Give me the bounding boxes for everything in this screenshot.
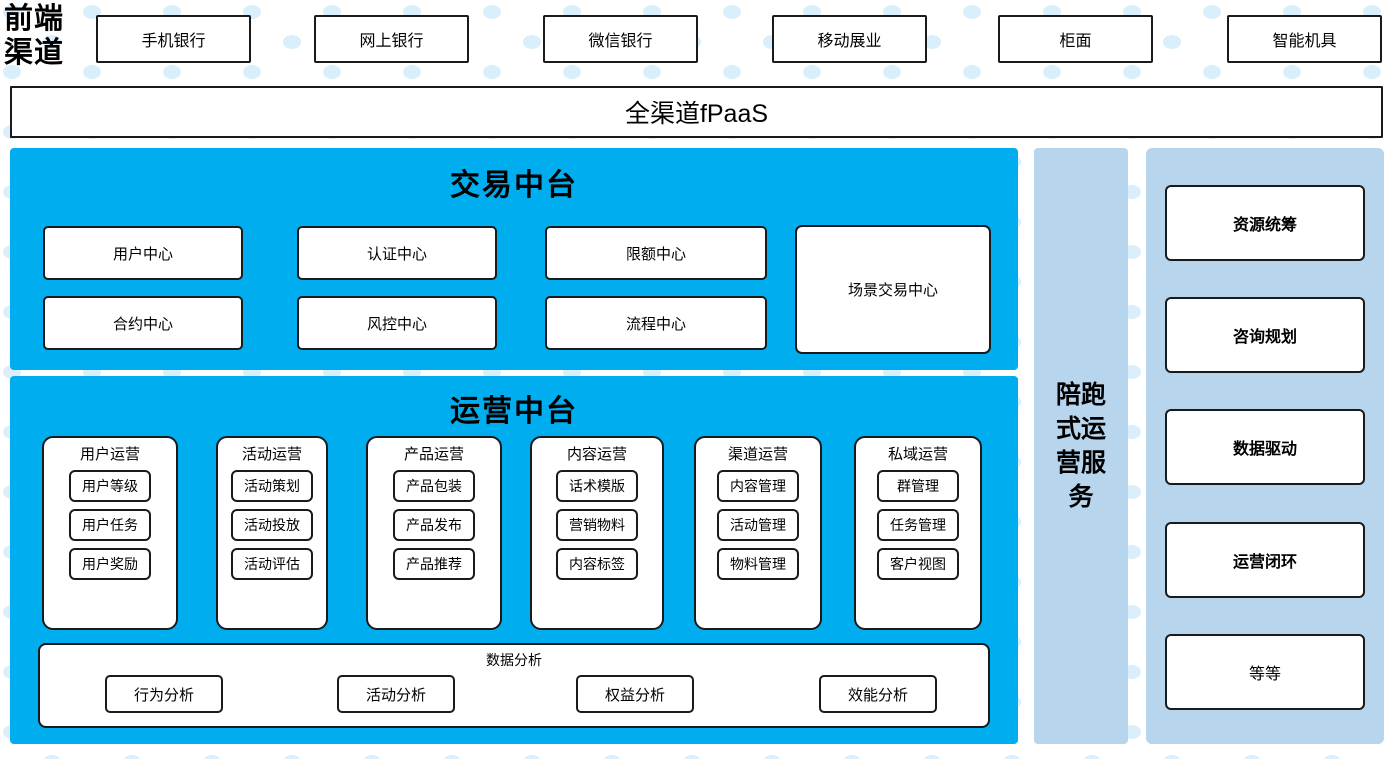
capability-card-etc[interactable]: 等等 <box>1165 634 1365 710</box>
channel-box-wechat-bank[interactable]: 微信银行 <box>543 15 698 63</box>
ops-item-task-management[interactable]: 任务管理 <box>877 509 959 541</box>
accompanying-operations-service-column[interactable]: 陪跑式运营服务 <box>1034 148 1128 744</box>
data-analysis-title: 数据分析 <box>486 652 542 668</box>
front-end-channel-label-line1: 前端 <box>4 3 65 35</box>
ops-item-activity-management[interactable]: 活动管理 <box>717 509 799 541</box>
ops-item-user-reward[interactable]: 用户奖励 <box>69 548 151 580</box>
ops-item-material-management[interactable]: 物料管理 <box>717 548 799 580</box>
ops-item-product-release[interactable]: 产品发布 <box>393 509 475 541</box>
capability-card-resource-coordination[interactable]: 资源统筹 <box>1165 185 1365 261</box>
ops-item-group-management[interactable]: 群管理 <box>877 470 959 502</box>
ops-item-product-recommend[interactable]: 产品推荐 <box>393 548 475 580</box>
ops-item-product-packaging[interactable]: 产品包装 <box>393 470 475 502</box>
trade-box-scene-transaction-center[interactable]: 场景交易中心 <box>795 225 991 354</box>
channel-box-counter[interactable]: 柜面 <box>998 15 1153 63</box>
capability-card-consulting-planning[interactable]: 咨询规划 <box>1165 297 1365 373</box>
ops-item-activity-evaluate[interactable]: 活动评估 <box>231 548 313 580</box>
channel-box-online-bank[interactable]: 网上银行 <box>314 15 469 63</box>
front-end-channel-label-line2: 渠道 <box>4 37 65 69</box>
ops-column-channel-operations[interactable]: 渠道运营 内容管理 活动管理 物料管理 <box>694 436 822 630</box>
front-end-channel-row: 前端 渠道 手机银行 网上银行 微信银行 移动展业 柜面 智能机具 <box>0 0 1393 78</box>
ops-item-content-management[interactable]: 内容管理 <box>717 470 799 502</box>
ops-item-customer-view[interactable]: 客户视图 <box>877 548 959 580</box>
ops-item-activity-planning[interactable]: 活动策划 <box>231 470 313 502</box>
channel-box-smart-machine[interactable]: 智能机具 <box>1227 15 1382 63</box>
ops-item-marketing-material[interactable]: 营销物料 <box>556 509 638 541</box>
ops-item-activity-delivery[interactable]: 活动投放 <box>231 509 313 541</box>
trade-box-risk-center[interactable]: 风控中心 <box>297 296 497 350</box>
trade-box-contract-center[interactable]: 合约中心 <box>43 296 243 350</box>
channel-box-mobile-bank[interactable]: 手机银行 <box>96 15 251 63</box>
capability-column: 资源统筹 咨询规划 数据驱动 运营闭环 等等 <box>1146 148 1384 744</box>
accompanying-operations-service-label: 陪跑式运营服务 <box>1055 381 1106 511</box>
ops-column-activity-operations[interactable]: 活动运营 活动策划 活动投放 活动评估 <box>216 436 328 630</box>
front-end-channel-label: 前端 渠道 <box>4 2 88 70</box>
ops-column-title: 活动运营 <box>241 446 302 463</box>
omnichannel-fpaas-bar[interactable]: 全渠道fPaaS <box>10 86 1383 138</box>
channel-box-mobile-biz[interactable]: 移动展业 <box>772 15 927 63</box>
trade-box-process-center[interactable]: 流程中心 <box>545 296 767 350</box>
ops-column-title: 用户运营 <box>79 446 140 463</box>
ops-column-private-domain-operations[interactable]: 私域运营 群管理 任务管理 客户视图 <box>854 436 982 630</box>
capability-card-operations-closed-loop[interactable]: 运营闭环 <box>1165 522 1365 598</box>
ops-item-script-template[interactable]: 话术模版 <box>556 470 638 502</box>
data-analysis-item-rights[interactable]: 权益分析 <box>576 675 694 713</box>
ops-item-user-level[interactable]: 用户等级 <box>69 470 151 502</box>
trade-middle-platform-title: 交易中台 <box>450 169 578 202</box>
trade-box-auth-center[interactable]: 认证中心 <box>297 226 497 280</box>
data-analysis-panel: 数据分析 行为分析 活动分析 权益分析 效能分析 <box>38 643 990 728</box>
ops-column-title: 私域运营 <box>887 446 948 463</box>
ops-column-content-operations[interactable]: 内容运营 话术模版 营销物料 内容标签 <box>530 436 664 630</box>
data-analysis-item-activity[interactable]: 活动分析 <box>337 675 455 713</box>
ops-column-user-operations[interactable]: 用户运营 用户等级 用户任务 用户奖励 <box>42 436 178 630</box>
trade-box-limit-center[interactable]: 限额中心 <box>545 226 767 280</box>
ops-column-product-operations[interactable]: 产品运营 产品包装 产品发布 产品推荐 <box>366 436 502 630</box>
ops-column-title: 内容运营 <box>566 446 627 463</box>
trade-box-user-center[interactable]: 用户中心 <box>43 226 243 280</box>
ops-item-user-task[interactable]: 用户任务 <box>69 509 151 541</box>
ops-item-content-tag[interactable]: 内容标签 <box>556 548 638 580</box>
capability-card-data-driven[interactable]: 数据驱动 <box>1165 409 1365 485</box>
ops-column-title: 渠道运营 <box>727 446 788 463</box>
data-analysis-item-behavior[interactable]: 行为分析 <box>105 675 223 713</box>
data-analysis-item-performance[interactable]: 效能分析 <box>819 675 937 713</box>
operations-middle-platform-title: 运营中台 <box>450 395 578 428</box>
ops-column-title: 产品运营 <box>403 446 464 463</box>
